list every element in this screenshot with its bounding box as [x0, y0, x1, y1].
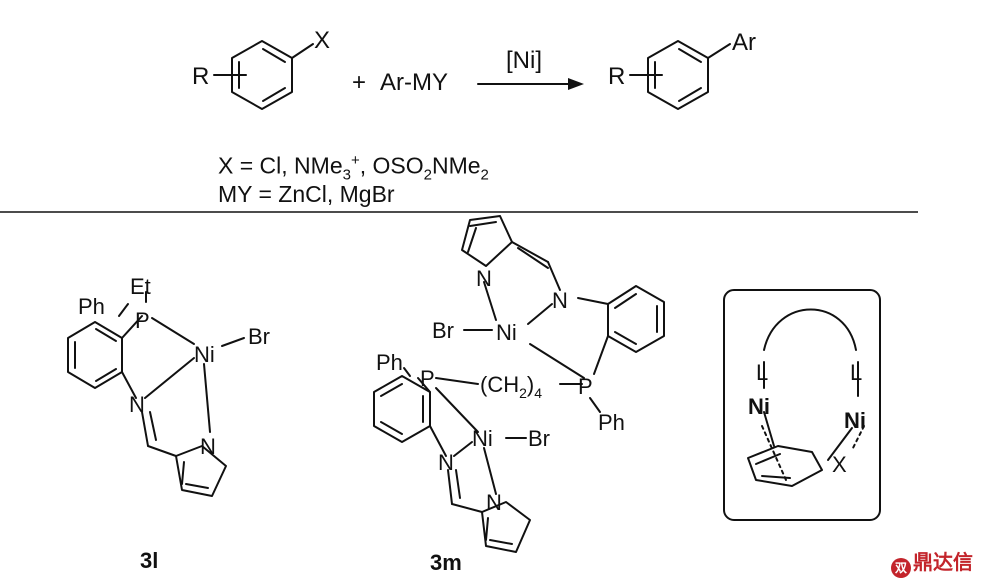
- watermark-text: 鼎达信: [913, 552, 973, 574]
- 3m-top-ni-label: Ni: [496, 320, 517, 345]
- condition-x-sub1: 3: [342, 166, 351, 184]
- 3l-et-label: Et: [130, 274, 151, 299]
- plus-sign: +: [352, 69, 366, 96]
- box-right-l-label: L: [850, 360, 862, 385]
- condition-x-mid: , OSO: [359, 152, 424, 179]
- 3m-top-pyrrole-n-label: N: [476, 266, 492, 291]
- reactant-x-label: X: [314, 27, 330, 54]
- condition-x-sup1: +: [350, 152, 360, 169]
- watermark-logo-icon: 双: [891, 558, 911, 578]
- reactant-r-label: R: [192, 63, 209, 90]
- condition-x-mid2: NMe: [431, 152, 481, 179]
- box-right-ni-label: Ni: [844, 408, 866, 433]
- 3l-ni-label: Ni: [194, 342, 215, 367]
- box-x-label: X: [832, 452, 847, 477]
- condition-x-sub3: 2: [480, 166, 489, 184]
- 3l-pyrrole-n-label: N: [200, 434, 216, 459]
- condition-x-prefix: X = Cl, NMe: [218, 152, 343, 179]
- 3m-linker-label: (CH2)4: [480, 372, 542, 401]
- 3m-top-br-label: Br: [432, 318, 454, 343]
- product-benzene-ring: [629, 40, 731, 110]
- product-ar-label: Ar: [732, 29, 756, 56]
- 3m-linker-sub1: 2: [519, 385, 527, 401]
- 3m-top-imine-n-label: N: [552, 288, 568, 313]
- mechanism-box: [723, 289, 881, 521]
- 3m-left-ph-label: Ph: [376, 350, 403, 375]
- 3l-imine-n-label: N: [129, 392, 145, 417]
- 3m-linker-open: (CH: [480, 372, 519, 397]
- 3m-linker-sub2: 4: [534, 385, 542, 401]
- 3m-bottom-br-label: Br: [528, 426, 550, 451]
- reagent-label: Ar-MY: [380, 69, 448, 96]
- 3l-ph-label: Ph: [78, 294, 105, 319]
- 3m-left-p-label: P: [420, 366, 435, 391]
- 3m-bottom-pyrrole-n-label: N: [486, 490, 502, 515]
- 3l-compound-label: 3l: [140, 548, 158, 573]
- condition-my: MY = ZnCl, MgBr: [218, 181, 395, 207]
- catalyst-label: [Ni]: [506, 47, 542, 74]
- 3m-right-p-label: P: [578, 374, 593, 399]
- product-r-label: R: [608, 63, 625, 90]
- 3m-linker-close: ): [527, 372, 534, 397]
- complex-3l-bonds: [67, 291, 245, 497]
- 3m-compound-label: 3m: [430, 550, 462, 575]
- watermark: 双鼎达信: [891, 546, 973, 578]
- 3l-br-label: Br: [248, 324, 270, 349]
- condition-x-sub2: 2: [423, 166, 432, 184]
- 3m-right-ph-label: Ph: [598, 410, 625, 435]
- condition-x-line: X = Cl, NMe3+, OSO2NMe2: [218, 148, 489, 188]
- 3l-p-label: P: [135, 308, 150, 333]
- 3m-bottom-imine-n-label: N: [438, 450, 454, 475]
- complex-3m-bonds: [373, 215, 665, 553]
- reaction-arrow: [477, 78, 584, 90]
- box-left-ni-label: Ni: [748, 394, 770, 419]
- box-left-l-label: L: [756, 360, 768, 385]
- condition-my-line: MY = ZnCl, MgBr: [218, 181, 395, 207]
- reactant-benzene-ring: [213, 40, 314, 110]
- 3m-bottom-ni-label: Ni: [472, 426, 493, 451]
